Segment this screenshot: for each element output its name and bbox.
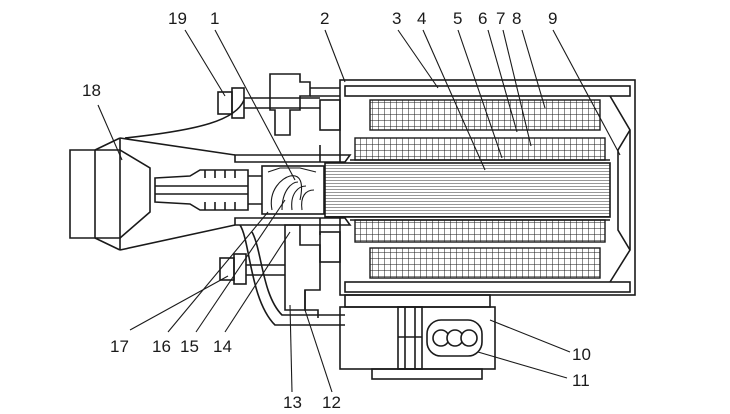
callout-16: 16 bbox=[152, 337, 171, 356]
spring-contact bbox=[248, 165, 325, 215]
callout-10: 10 bbox=[572, 345, 591, 364]
callout-18: 18 bbox=[82, 81, 101, 100]
threaded-shaft bbox=[154, 169, 249, 211]
callout-9: 9 bbox=[548, 9, 557, 28]
winding-packs bbox=[354, 99, 606, 279]
callout-1: 1 bbox=[210, 9, 219, 28]
insulating-cone bbox=[69, 137, 236, 251]
cable-tube bbox=[239, 224, 345, 326]
callout-3: 3 bbox=[392, 9, 401, 28]
callout-2: 2 bbox=[320, 9, 329, 28]
top-bracket bbox=[269, 73, 341, 136]
callout-labels: 19 1 2 3 4 5 6 7 8 9 18 17 16 15 14 13 1… bbox=[82, 9, 591, 412]
callout-6: 6 bbox=[478, 9, 487, 28]
terminal-box bbox=[339, 294, 496, 380]
callout-5: 5 bbox=[453, 9, 462, 28]
callout-12: 12 bbox=[322, 393, 341, 412]
callout-17: 17 bbox=[110, 337, 129, 356]
callout-15: 15 bbox=[180, 337, 199, 356]
callout-13: 13 bbox=[283, 393, 302, 412]
callout-7: 7 bbox=[496, 9, 505, 28]
lower-bracket bbox=[284, 224, 341, 318]
callout-19: 19 bbox=[168, 9, 187, 28]
core-laminations bbox=[324, 159, 611, 221]
callout-14: 14 bbox=[213, 337, 232, 356]
callout-4: 4 bbox=[417, 9, 426, 28]
callout-8: 8 bbox=[512, 9, 521, 28]
leader-lines bbox=[97, 29, 621, 393]
callout-11: 11 bbox=[572, 371, 590, 390]
